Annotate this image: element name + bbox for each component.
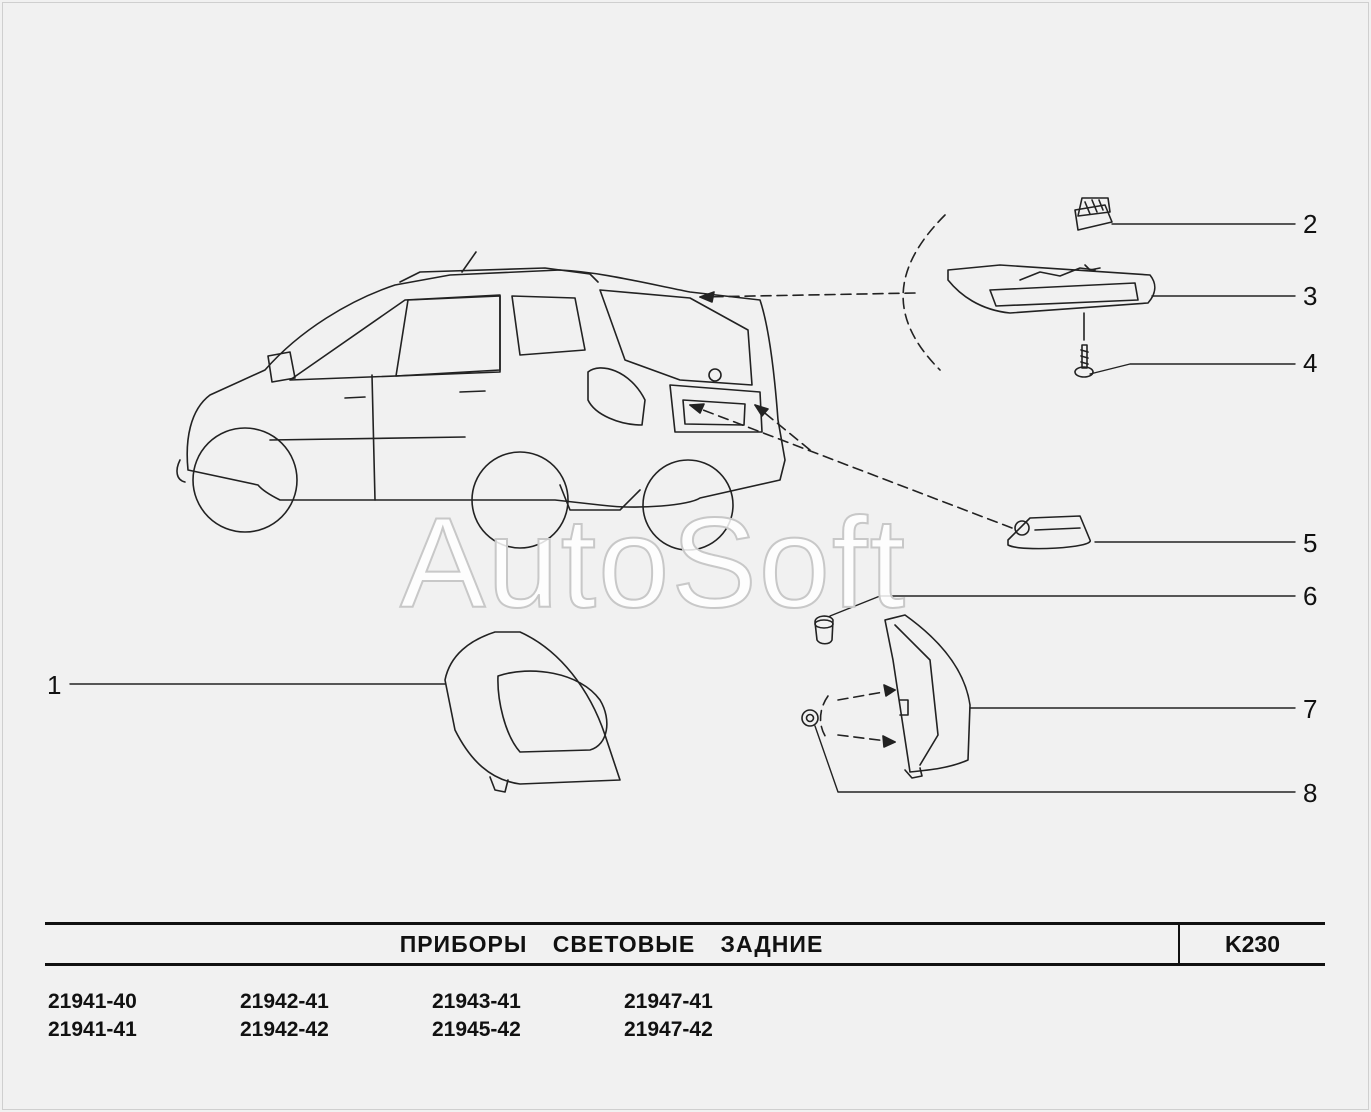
callout-3: 3 (1303, 281, 1318, 311)
watermark: AutoSoft (399, 491, 907, 636)
model-code: 21942-41 (240, 990, 329, 1013)
screw (1074, 312, 1094, 378)
model-code: 21942-42 (240, 1018, 329, 1041)
model-list: 21941-40 21942-41 21943-41 21947-41 2194… (48, 990, 848, 1046)
section-code: K230 (1225, 930, 1280, 957)
callout-8: 8 (1303, 778, 1318, 808)
rear-lamp-left (444, 631, 621, 793)
callout-7: 7 (1303, 694, 1318, 724)
parts-diagram (69, 197, 1296, 793)
model-code: 21943-41 (432, 990, 521, 1013)
bulb-socket (1074, 197, 1113, 231)
model-code: 21941-41 (48, 1018, 137, 1041)
callout-leaders (69, 223, 1296, 793)
callout-2: 2 (1303, 209, 1318, 239)
callout-1: 1 (47, 670, 62, 700)
licence-plate-lamp (1007, 515, 1091, 550)
title-divider (1178, 925, 1180, 963)
callout-6: 6 (1303, 581, 1318, 611)
rear-lamp-right (884, 614, 971, 779)
model-code: 21947-41 (624, 990, 713, 1013)
page-title: ПРИБОРЫ СВЕТОВЫЕ ЗАДНИЕ (399, 930, 824, 957)
dashed-leaders (689, 214, 1013, 743)
callout-5: 5 (1303, 528, 1318, 558)
car-illustration (176, 251, 786, 551)
model-code: 21941-40 (48, 990, 137, 1013)
clip (814, 615, 834, 645)
model-code: 21945-42 (432, 1018, 521, 1041)
high-mount-stop-lamp (947, 264, 1156, 314)
nut (801, 709, 819, 727)
callout-4: 4 (1303, 348, 1318, 378)
model-code: 21947-42 (624, 1018, 713, 1041)
title-bar: ПРИБОРЫ СВЕТОВЫЕ ЗАДНИЕ K230 (45, 922, 1325, 966)
